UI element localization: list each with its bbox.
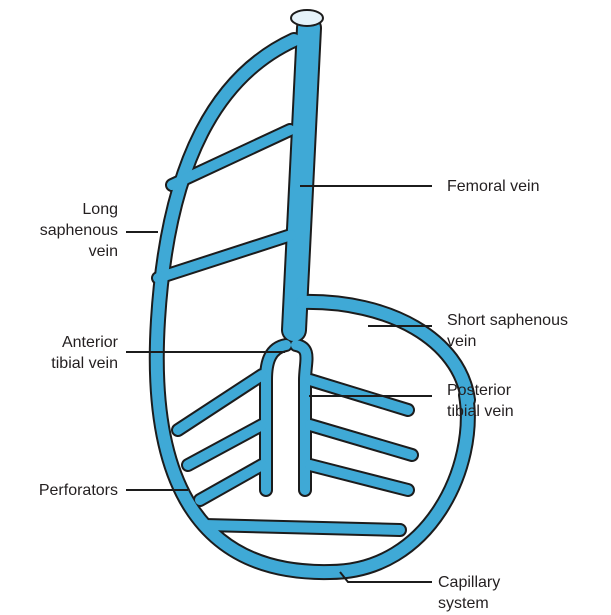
label-line: vein bbox=[447, 331, 568, 352]
label-capillary-system: Capillary system bbox=[438, 572, 500, 614]
vessel-opening bbox=[291, 10, 323, 26]
label-line: Anterior bbox=[18, 332, 118, 353]
label-femoral-vein: Femoral vein bbox=[447, 176, 539, 197]
label-line: system bbox=[438, 593, 500, 614]
label-posterior-tibial-vein: Posterior tibial vein bbox=[447, 380, 514, 422]
label-line: vein bbox=[20, 241, 118, 262]
label-perforators: Perforators bbox=[8, 480, 118, 501]
label-line: tibial vein bbox=[447, 401, 514, 422]
vein-network bbox=[157, 10, 468, 572]
label-line: tibial vein bbox=[18, 353, 118, 374]
label-long-saphenous-vein: Long saphenous vein bbox=[20, 199, 118, 262]
label-line: Short saphenous bbox=[447, 310, 568, 331]
label-line: Posterior bbox=[447, 380, 514, 401]
label-short-saphenous-vein: Short saphenous vein bbox=[447, 310, 568, 352]
label-line: Capillary bbox=[438, 572, 500, 593]
label-line: Long bbox=[20, 199, 118, 220]
label-line: saphenous bbox=[20, 220, 118, 241]
label-anterior-tibial-vein: Anterior tibial vein bbox=[18, 332, 118, 374]
